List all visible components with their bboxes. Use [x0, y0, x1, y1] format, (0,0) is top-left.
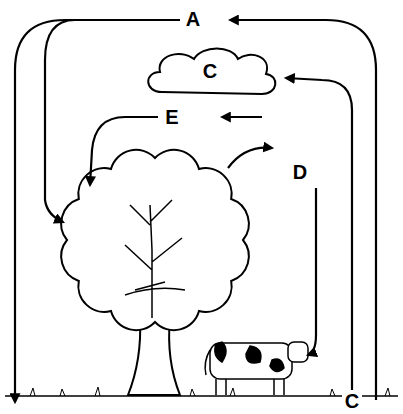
- arrow-c: [286, 78, 352, 390]
- cycle-letter: C: [342, 391, 362, 412]
- cycle-letter: A: [183, 9, 203, 30]
- arrow-a-inner: [45, 20, 75, 222]
- arrow-e-left: [90, 117, 158, 185]
- cycle-arrows: [15, 20, 376, 402]
- tree-foliage: [61, 150, 249, 330]
- node-label: C: [203, 61, 217, 81]
- cow-head: [288, 342, 308, 362]
- ground-line: [5, 395, 398, 397]
- cow-body: [210, 343, 292, 379]
- cloud-node: C: [140, 44, 280, 98]
- arrow-e-right: [222, 116, 262, 118]
- arrow-d-top: [228, 148, 272, 168]
- tree-branches: [125, 200, 185, 318]
- cycle-letter: D: [290, 162, 310, 183]
- grass-tufts: [30, 387, 390, 396]
- cow-spots: [215, 342, 284, 372]
- cow: [205, 342, 308, 395]
- cloud-outline: [148, 49, 275, 95]
- cycle-letter: E: [162, 107, 181, 128]
- arrow-d-down: [308, 188, 316, 355]
- cow-legs: [205, 350, 284, 395]
